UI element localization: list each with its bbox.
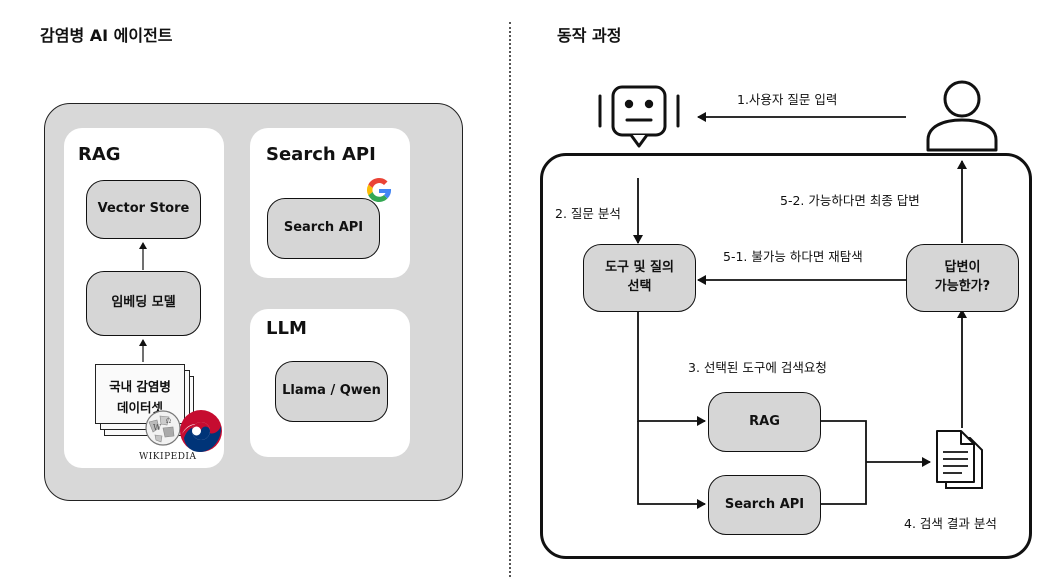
rag-flow-node: RAG xyxy=(708,392,821,452)
korea-government-emblem-icon xyxy=(178,408,224,454)
search-api-flow-node: Search API xyxy=(708,475,821,535)
document-icon xyxy=(932,428,988,492)
dataset-doc: 국내 감염병 데이터셋 xyxy=(95,364,185,424)
section-divider xyxy=(509,22,511,577)
search-api-node: Search API xyxy=(267,198,380,259)
agent-flow-frame xyxy=(540,153,1032,559)
answerable-node: 답변이 가능한가? xyxy=(906,244,1019,312)
tool-select-line1: 도구 및 질의 xyxy=(605,260,674,276)
embedding-model-node: 임베딩 모델 xyxy=(86,271,201,336)
step3-label: 3. 선택된 도구에 검색요청 xyxy=(688,360,827,375)
step5-1-label: 5-1. 불가능 하다면 재탐색 xyxy=(723,249,863,264)
line-search-to-doc xyxy=(819,462,867,505)
dataset-label-line1: 국내 감염병 xyxy=(109,379,171,394)
answerable-line2: 가능한가? xyxy=(934,279,991,294)
search-api-panel-title: Search API xyxy=(266,144,376,165)
line-rag-to-doc xyxy=(819,420,867,462)
step4-label: 4. 검색 결과 분석 xyxy=(904,516,997,531)
google-g-icon xyxy=(364,175,394,205)
wikipedia-wordmark: WIKIPEDIA xyxy=(139,452,197,462)
arrow-tool-to-search xyxy=(637,421,706,509)
rag-panel-title: RAG xyxy=(78,144,121,165)
left-section-title: 감염병 AI 에이전트 xyxy=(40,26,173,45)
svg-text:Ω: Ω xyxy=(166,418,171,425)
wikipedia-globe-icon: W Ω xyxy=(143,408,183,448)
user-icon xyxy=(920,78,1004,152)
answerable-line1: 답변이 xyxy=(944,260,981,276)
right-section-title: 동작 과정 xyxy=(557,26,622,45)
robot-icon xyxy=(596,80,682,156)
vector-store-node: Vector Store xyxy=(86,180,201,239)
llm-node: Llama / Qwen xyxy=(275,361,388,422)
tool-select-line2: 선택 xyxy=(627,279,652,294)
svg-text:W: W xyxy=(153,423,162,432)
llm-panel-title: LLM xyxy=(266,318,307,339)
step5-2-label: 5-2. 가능하다면 최종 답변 xyxy=(780,193,920,208)
step1-label: 1.사용자 질문 입력 xyxy=(737,92,838,107)
dataset-label-line2: 데이터셋 xyxy=(116,400,163,415)
tool-select-node: 도구 및 질의 선택 xyxy=(583,244,696,312)
step2-label: 2. 질문 분석 xyxy=(555,206,621,221)
